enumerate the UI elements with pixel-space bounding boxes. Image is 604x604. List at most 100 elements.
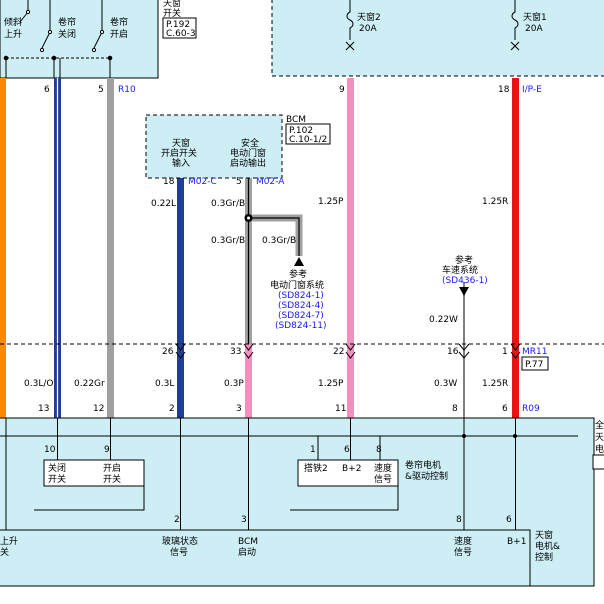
pin-top-6: 6 — [44, 85, 50, 95]
lower-label-speed-1: 速度 — [454, 535, 472, 547]
inner-pin-9: 9 — [104, 445, 110, 455]
inner-pin-8: 8 — [376, 445, 382, 455]
sunroof-motor-module: 全 天 电 C 10 9 关闭 开关 开启 开关 — [0, 417, 604, 587]
wire-label-022l: 0.22L — [151, 199, 176, 209]
bcm-title: BCM — [286, 115, 306, 125]
switch-module-title-2: 开关 — [163, 7, 181, 19]
motor-b-plus-2: B+2 — [342, 464, 361, 474]
motor-speed-1: 速度 — [374, 462, 392, 474]
fuse-1-name: 天窗1 — [523, 11, 547, 23]
bottom-side-2: 天 — [595, 433, 604, 443]
connector-ipe: I/P-E — [522, 85, 542, 95]
switch-close-2: 开关 — [48, 473, 66, 485]
lower-pin-6: 6 — [506, 515, 512, 525]
pin-mid-1: 1 — [502, 347, 508, 357]
fuse-2-rating: 20A — [359, 24, 377, 34]
wire-label-03l: 0.3L — [155, 379, 174, 389]
connector-mr11-ref: P.77 — [525, 360, 543, 370]
bcm-ref-code: C.10-1/2 — [289, 135, 327, 145]
motor-title-1: 卷帘电机 — [405, 459, 441, 471]
bcm-output-3: 启动输出 — [230, 157, 266, 169]
main-wires — [0, 78, 519, 418]
pin-bottom-3: 3 — [236, 404, 242, 414]
reference-arrow-down-icon — [459, 287, 469, 296]
pw-ref-line1: 参考 — [289, 268, 307, 280]
fuse-2-name: 天窗2 — [357, 11, 381, 23]
bcm-input-3: 输入 — [172, 157, 190, 169]
pin-mid-22: 22 — [333, 347, 344, 357]
pin-top-18: 18 — [498, 85, 510, 95]
wire-label-125p-2: 1.25P — [318, 379, 344, 389]
switch-module-ref-page: P.192 — [166, 20, 190, 30]
bcm-input-1: 天窗 — [172, 137, 190, 149]
lower-label-glass-1: 玻璃状态 — [162, 535, 198, 547]
right-title-1: 天窗 — [535, 529, 553, 541]
switch-close-1: 关闭 — [48, 462, 66, 474]
bottom-side-1: 全 — [595, 419, 604, 431]
power-window-reference: 参考 电动门窗系统 (SD824-1) (SD824-4) (SD824-7) … — [270, 268, 327, 331]
switch-module-ref-code: C.60-3 — [166, 29, 196, 39]
inner-pin-10: 10 — [44, 445, 56, 455]
lower-label-glass-2: 信号 — [170, 546, 188, 558]
pw-ref-4[interactable]: (SD824-4) — [278, 301, 324, 311]
connector-m02a: M02-A — [256, 177, 285, 187]
lower-label-bcm-2: 启动 — [238, 546, 256, 558]
switch-label-close: 关闭 — [58, 28, 76, 40]
pw-ref-7[interactable]: (SD824-7) — [278, 311, 324, 321]
pin-top-5: 5 — [98, 85, 104, 95]
pin-bottom-12: 12 — [93, 404, 104, 414]
switch-open-1: 开启 — [103, 462, 121, 474]
pin-top-9: 9 — [339, 85, 345, 95]
switch-module-title-1: 天窗 — [163, 0, 181, 9]
fuse-icon — [345, 0, 520, 51]
connector-r10: R10 — [118, 85, 136, 95]
lower-pin-8: 8 — [456, 515, 462, 525]
pin-m02c-18: 18 — [163, 177, 175, 187]
pin-m02a-5: 5 — [236, 177, 242, 187]
pin-mid-33: 33 — [230, 347, 241, 357]
pw-ref-11[interactable]: (SD824-11) — [275, 321, 327, 331]
speed-ref-code[interactable]: (SD436-1) — [442, 276, 488, 286]
wire-label-022gr: 0.22Gr — [74, 379, 105, 389]
pin-bottom-13: 13 — [38, 404, 49, 414]
connector-ticks — [175, 343, 521, 359]
wire-label-03lo: 0.3L/O — [24, 379, 53, 389]
lower-label-b-plus-1: B+1 — [507, 537, 526, 547]
inner-pin-6: 6 — [344, 445, 350, 455]
wire-label-125r-2: 1.25R — [482, 379, 508, 389]
switch-label-up: 上升 — [4, 29, 22, 40]
fuse-box: 天窗2 20A 天窗1 20A — [271, 0, 604, 77]
bottom-side-3: 电 — [595, 443, 604, 455]
speed-ref-line1: 参考 — [455, 254, 473, 266]
bcm-ref-page: P.102 — [289, 126, 313, 136]
lower-pin-2: 2 — [174, 515, 180, 525]
motor-ground-2: 搭铁2 — [304, 462, 328, 474]
pw-ref-line2: 电动门窗系统 — [270, 279, 324, 291]
lower-label-up: 上升 — [0, 536, 18, 547]
wire-label-125p-1: 1.25P — [318, 197, 344, 207]
pin-mid-16: 16 — [447, 347, 459, 357]
bcm-module: BCM P.102 C.10-1/2 天窗 开启开关 输入 安全 电动门窗 启动… — [145, 114, 331, 179]
connector-m02c: M02-C — [188, 177, 217, 187]
pw-ref-1[interactable]: (SD824-1) — [278, 291, 324, 301]
right-title-2: 电机& — [535, 540, 560, 552]
speed-ref-line2: 车速系统 — [442, 264, 478, 276]
switch-label-blind-2: 卷帘 — [110, 16, 128, 28]
wire-label-03grb-2: 0.3Gr/B — [211, 236, 245, 246]
pin-mid-26: 26 — [162, 347, 174, 357]
wire-label-03w: 0.3W — [434, 379, 457, 389]
bcm-input-2: 开启开关 — [161, 147, 197, 159]
reference-arrow-icon — [294, 257, 304, 266]
lower-pin-3: 3 — [241, 515, 247, 525]
connector-r09: R09 — [522, 404, 540, 414]
pin-bottom-8: 8 — [452, 404, 458, 414]
switch-label-tilt: 倾斜 — [4, 16, 22, 28]
wire-label-03grb-3: 0.3Gr/B — [262, 236, 296, 246]
right-title-3: 控制 — [535, 551, 553, 563]
switch-label-blind-1: 卷帘 — [58, 16, 76, 28]
wire-label-022w: 0.22W — [429, 315, 458, 325]
pin-bottom-6: 6 — [502, 404, 508, 414]
lower-label-speed-2: 信号 — [454, 546, 472, 558]
wire-label-03p: 0.3P — [224, 379, 244, 389]
